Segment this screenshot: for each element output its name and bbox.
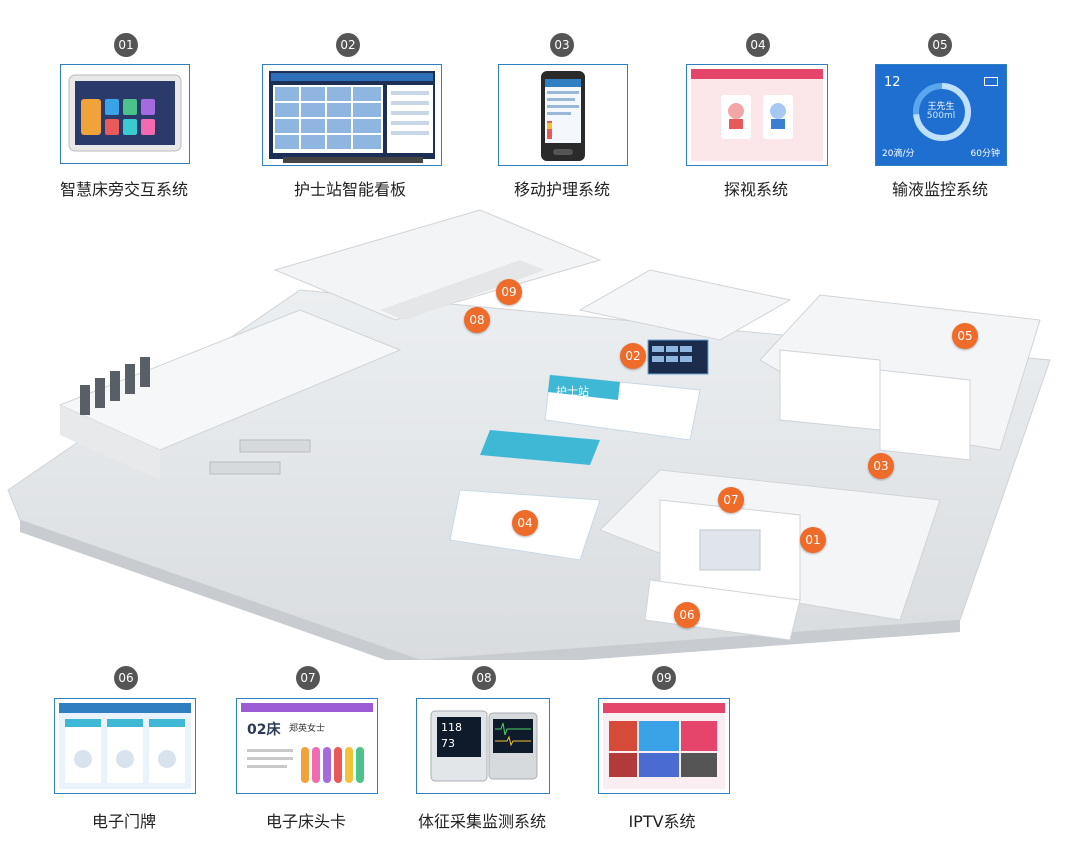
iptv-thumbnail [598, 698, 730, 794]
number-badge: 08 [472, 666, 496, 690]
vital-value-1: 118 [441, 721, 462, 734]
scene-marker[interactable]: 05 [952, 323, 978, 349]
number-badge: 03 [550, 33, 574, 57]
bed-card-thumbnail: 02床 郑英女士 [236, 698, 378, 794]
infusion-count: 12 [884, 75, 901, 90]
system-caption: 探视系统 [723, 180, 788, 199]
system-caption: 移动护理系统 [513, 180, 610, 199]
system-caption: IPTV系统 [628, 812, 696, 831]
scene-marker[interactable]: 08 [464, 307, 490, 333]
number-badge: 01 [114, 33, 138, 57]
battery-icon [984, 77, 998, 86]
scene-marker[interactable]: 04 [512, 510, 538, 536]
visit-screen-icon [691, 69, 823, 161]
scene-marker[interactable]: 06 [674, 602, 700, 628]
number-badge: 09 [652, 666, 676, 690]
tablet-device-icon [68, 74, 182, 152]
mobile-device-thumbnail [498, 64, 628, 166]
number-badge: 02 [336, 33, 360, 57]
patient-name: 王先生 [927, 102, 955, 112]
bedside-terminal-thumbnail [60, 64, 190, 164]
infusion-volume: 500ml [926, 111, 956, 121]
system-caption: 护士站智能看板 [293, 180, 406, 199]
system-caption: 电子床头卡 [265, 812, 346, 831]
visit-system-thumbnail [686, 64, 828, 166]
system-caption: 体征采集监测系统 [417, 812, 546, 831]
ward-floorplan-scene: 护士站 01 02 03 04 05 06 07 08 09 [0, 200, 1080, 672]
system-caption: 输液监控系统 [891, 180, 988, 199]
ward-floor-illustration: 护士站 [7, 209, 1051, 672]
door-sign-thumbnail [54, 698, 196, 794]
scene-marker[interactable]: 01 [800, 527, 826, 553]
scene-marker[interactable]: 07 [718, 487, 744, 513]
handheld-pda-icon [541, 71, 585, 161]
infusion-monitor-thumbnail: 12 王先生 500ml 20滴/分 60分钟 [875, 64, 1007, 166]
scene-marker[interactable]: 02 [620, 343, 646, 369]
progress-ring-icon [913, 83, 971, 141]
iptv-screen-icon [603, 703, 725, 789]
drip-rate: 20滴/分 [882, 149, 915, 159]
nurse-board-thumbnail [262, 64, 442, 166]
remaining-time: 60分钟 [970, 149, 1000, 159]
patient-monitor-icon [430, 710, 538, 782]
number-badge: 04 [746, 33, 770, 57]
scene-marker[interactable]: 09 [496, 279, 522, 305]
system-caption: 智慧床旁交互系统 [59, 180, 188, 199]
system-caption: 电子门牌 [91, 812, 156, 831]
number-badge: 06 [114, 666, 138, 690]
care-tags-icon [247, 747, 364, 783]
number-badge: 05 [928, 33, 952, 57]
bedcard-header [241, 703, 373, 712]
door-sign-screen-icon [59, 703, 191, 789]
number-badge: 07 [296, 666, 320, 690]
vital-value-2: 73 [441, 737, 455, 750]
bed-number: 02床 [247, 722, 281, 738]
board-screen-icon [269, 71, 435, 163]
patient-name: 郑英女士 [289, 724, 326, 734]
nurse-station-sign: 护士站 [556, 384, 589, 398]
scene-marker[interactable]: 03 [868, 453, 894, 479]
vital-monitor-thumbnail: 118 73 [416, 698, 550, 794]
